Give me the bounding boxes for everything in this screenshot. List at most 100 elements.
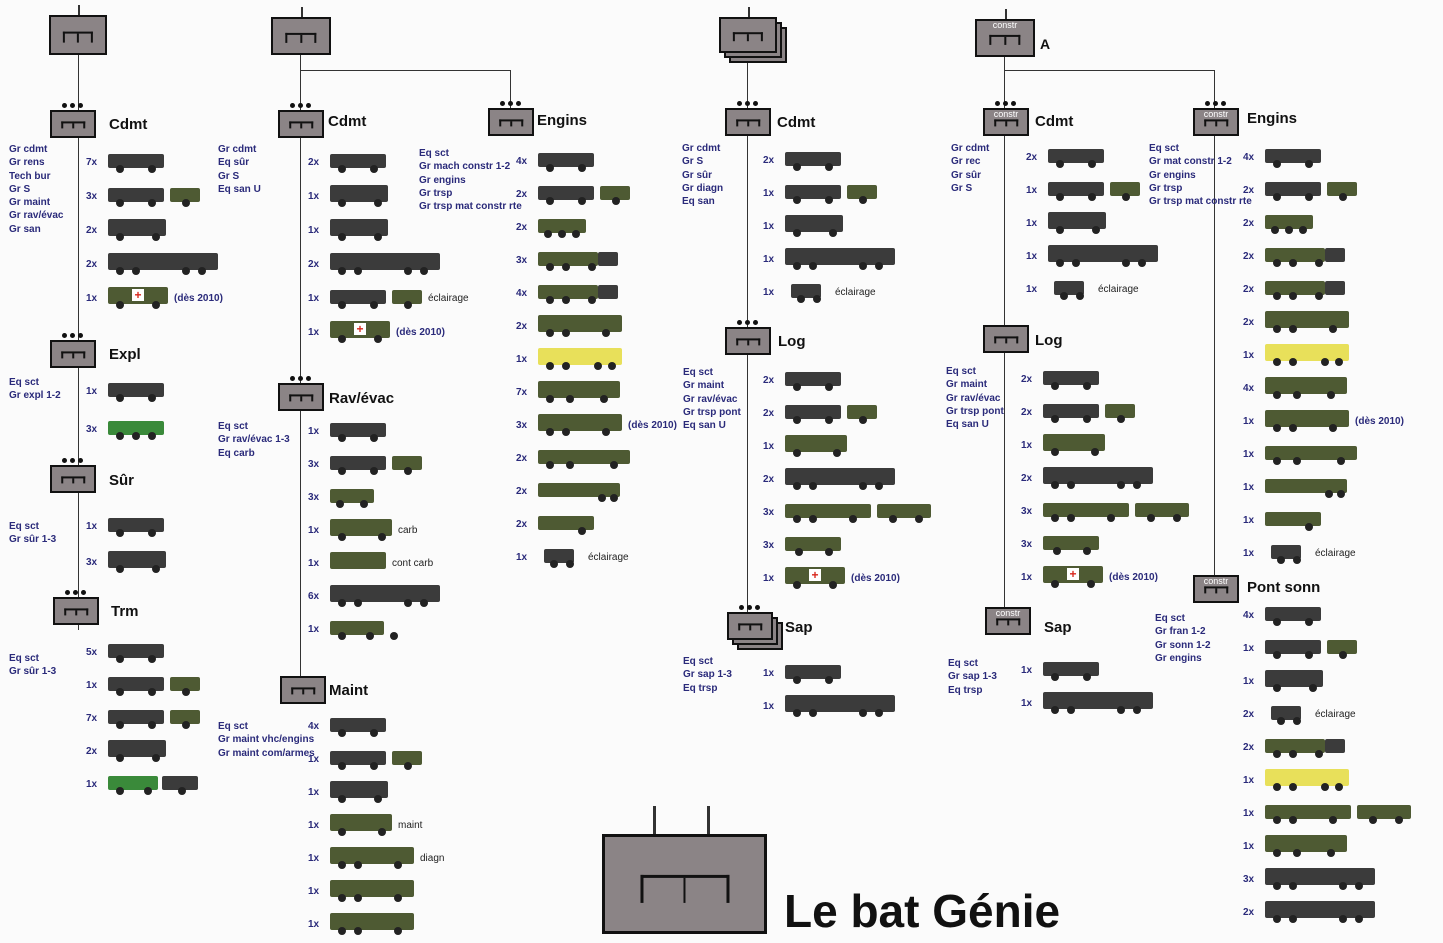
equipment-row: 1x (308, 910, 414, 938)
vehicle-body (108, 219, 166, 236)
dump-truck-vehicle-icon (1265, 835, 1347, 857)
equipment-count: 2x (1243, 217, 1255, 229)
wheel (825, 196, 833, 204)
subunit-label: Eq trsp (683, 682, 718, 694)
jeep-vehicle-icon (330, 420, 386, 442)
subunit-label: Gr maint (9, 197, 51, 209)
wheel (182, 721, 190, 729)
wheel (1337, 490, 1345, 498)
bridge-truck-vehicle-icon (1043, 500, 1189, 522)
equipment-row: 1x (1026, 209, 1106, 237)
wheel (404, 301, 412, 309)
unit-name-engins2: Engins (537, 112, 588, 129)
vehicle-body (108, 644, 164, 658)
wheel (833, 449, 841, 457)
jeep-vehicle-icon (1265, 146, 1321, 168)
wheel (566, 560, 574, 568)
wheel (116, 688, 124, 696)
equipment-row: 3x (86, 182, 200, 210)
wheel (1273, 882, 1281, 890)
equipment-row: 7x (86, 704, 200, 732)
equipment-count: 4x (1243, 609, 1255, 621)
vehicle-body (330, 456, 386, 470)
connector-line (1214, 70, 1215, 590)
vehicle-body (1265, 149, 1321, 163)
truck-vehicle-icon (785, 248, 895, 270)
unit-symbol (49, 15, 107, 55)
equipment-count: 2x (1243, 906, 1255, 918)
equipment-count: 1x (308, 885, 320, 897)
wheel (374, 199, 382, 207)
wheel (588, 296, 596, 304)
equipment-row: 4x (1243, 143, 1321, 171)
olive-truck-vehicle-icon (538, 414, 622, 436)
wheel (1305, 160, 1313, 168)
wheel (370, 165, 378, 173)
symbol-label: constr (992, 20, 1018, 30)
dozer-vehicle-icon (1265, 212, 1313, 234)
equipment-row: 1x (1021, 656, 1099, 684)
equipment-row: 1x (1243, 832, 1347, 860)
ambulance-vehicle-icon: + (785, 567, 845, 589)
wheel (1273, 915, 1281, 923)
vehicle-body (1265, 281, 1325, 295)
equipment-row: 1x (86, 671, 200, 699)
wheel (1273, 259, 1281, 267)
vehicle-body (170, 188, 200, 202)
jeep-vehicle-icon (108, 641, 164, 663)
equipment-count: 1x (516, 551, 528, 563)
subunit-label: Gr rens (9, 157, 45, 169)
wheel (594, 362, 602, 370)
equipment-row: 2x (516, 477, 620, 505)
equipment-count: 1x (763, 440, 775, 452)
wheel (562, 296, 570, 304)
vehicle-body (1054, 281, 1084, 295)
equipment-row: 3x (763, 498, 931, 526)
genset-vehicle-icon (1265, 703, 1309, 725)
wheel (1309, 684, 1317, 692)
equipment-row: 2x (763, 146, 841, 174)
equipment-count: 1x (308, 190, 320, 202)
vehicle-body (1265, 901, 1375, 918)
equipment-count: 1x (86, 385, 98, 397)
equipment-row: 5x (86, 638, 164, 666)
equipment-note: éclairage (428, 292, 469, 304)
vehicle-body (108, 677, 164, 691)
wheel (374, 795, 382, 803)
vehicle-body (598, 285, 618, 299)
equipment-count: 2x (763, 374, 775, 386)
vehicle-body (330, 290, 386, 304)
wheel (1138, 259, 1146, 267)
vehicle-body (1271, 545, 1301, 559)
wheel (1051, 382, 1059, 390)
vehicle-body (1048, 149, 1104, 163)
unit-letter: A (1040, 36, 1051, 52)
wheel (1051, 673, 1059, 681)
vehicle-body (538, 252, 598, 266)
vehicle-body (785, 468, 895, 485)
wheel (1051, 481, 1059, 489)
vehicle-body (1265, 479, 1347, 493)
vehicle-body (1265, 640, 1321, 654)
equipment-note: éclairage (588, 551, 629, 563)
vehicle-body (1043, 467, 1153, 484)
wheel (546, 197, 554, 205)
wheel (338, 795, 346, 803)
green-truck-vehicle-icon (108, 773, 198, 795)
wheel (338, 894, 346, 902)
equipment-note: (dès 2010) (174, 292, 223, 304)
wheel (809, 515, 817, 523)
unit-symbol (50, 340, 96, 368)
engineer-symbol-icon (1204, 119, 1228, 127)
wheel (572, 230, 580, 238)
equipment-count: 2x (86, 224, 98, 236)
equipment-row: 2x (763, 366, 841, 394)
jeep-trailer-vehicle-icon (1048, 179, 1140, 201)
wheel (1056, 226, 1064, 234)
equipment-count: 2x (516, 221, 528, 233)
